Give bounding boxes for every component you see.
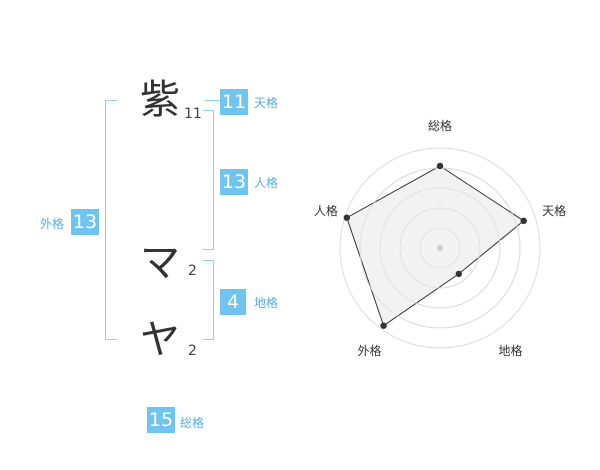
chikaku-bracket-bottom <box>203 339 214 340</box>
name-char-2: マ <box>140 240 180 286</box>
tenkaku-badge: 11 <box>220 89 248 115</box>
gaikaku-badge: 13 <box>71 209 99 235</box>
tenkaku-label: 天格 <box>254 96 279 110</box>
chikaku-label: 地格 <box>254 296 279 310</box>
radar-point-3 <box>455 270 462 278</box>
gaikaku-label: 外格 <box>40 217 65 231</box>
radar-axis-label-5: 人格 <box>314 203 338 218</box>
name-char-3: ヤ <box>140 317 180 363</box>
gaikaku-bracket-top <box>105 100 117 101</box>
stroke-count-2: 2 <box>188 263 197 279</box>
radar-point-5 <box>343 214 350 221</box>
jinkaku-badge: 13 <box>220 169 248 195</box>
radar-point-2 <box>520 217 527 224</box>
radar-ring-overlay-3 <box>379 187 501 309</box>
jinkaku-bracket-top <box>203 110 214 111</box>
soukaku-badge: 15 <box>147 407 175 433</box>
gaikaku-bracket-vertical <box>105 100 106 340</box>
radar-series-polygon <box>346 165 525 327</box>
jinkaku-bracket-bottom <box>203 249 214 250</box>
stroke-count-3: 2 <box>188 343 197 359</box>
radar-ring-overlay-1 <box>419 227 461 269</box>
radar-center-point <box>437 245 443 251</box>
radar-axis-label-4: 外格 <box>357 343 381 358</box>
name-char-1: 紫 <box>140 77 180 123</box>
tenkaku-connector <box>205 100 220 101</box>
chikaku-bracket-vertical <box>213 260 214 340</box>
chikaku-bracket-top <box>203 260 214 261</box>
soukaku-label: 総格 <box>180 416 205 430</box>
radar-point-4 <box>380 322 387 329</box>
radar-axis-label-3: 地格 <box>498 343 522 358</box>
chikaku-badge: 4 <box>220 289 246 315</box>
radar-axis-label-2: 天格 <box>542 203 566 218</box>
jinkaku-label: 人格 <box>254 176 279 190</box>
stroke-count-1: 11 <box>184 106 202 122</box>
gaikaku-bracket-bottom <box>105 339 117 340</box>
jinkaku-bracket-vertical <box>213 110 214 250</box>
radar-ring-overlay-2 <box>399 207 481 289</box>
radar-point-1 <box>436 162 444 170</box>
radar-axis-label-1: 総格 <box>428 118 452 133</box>
